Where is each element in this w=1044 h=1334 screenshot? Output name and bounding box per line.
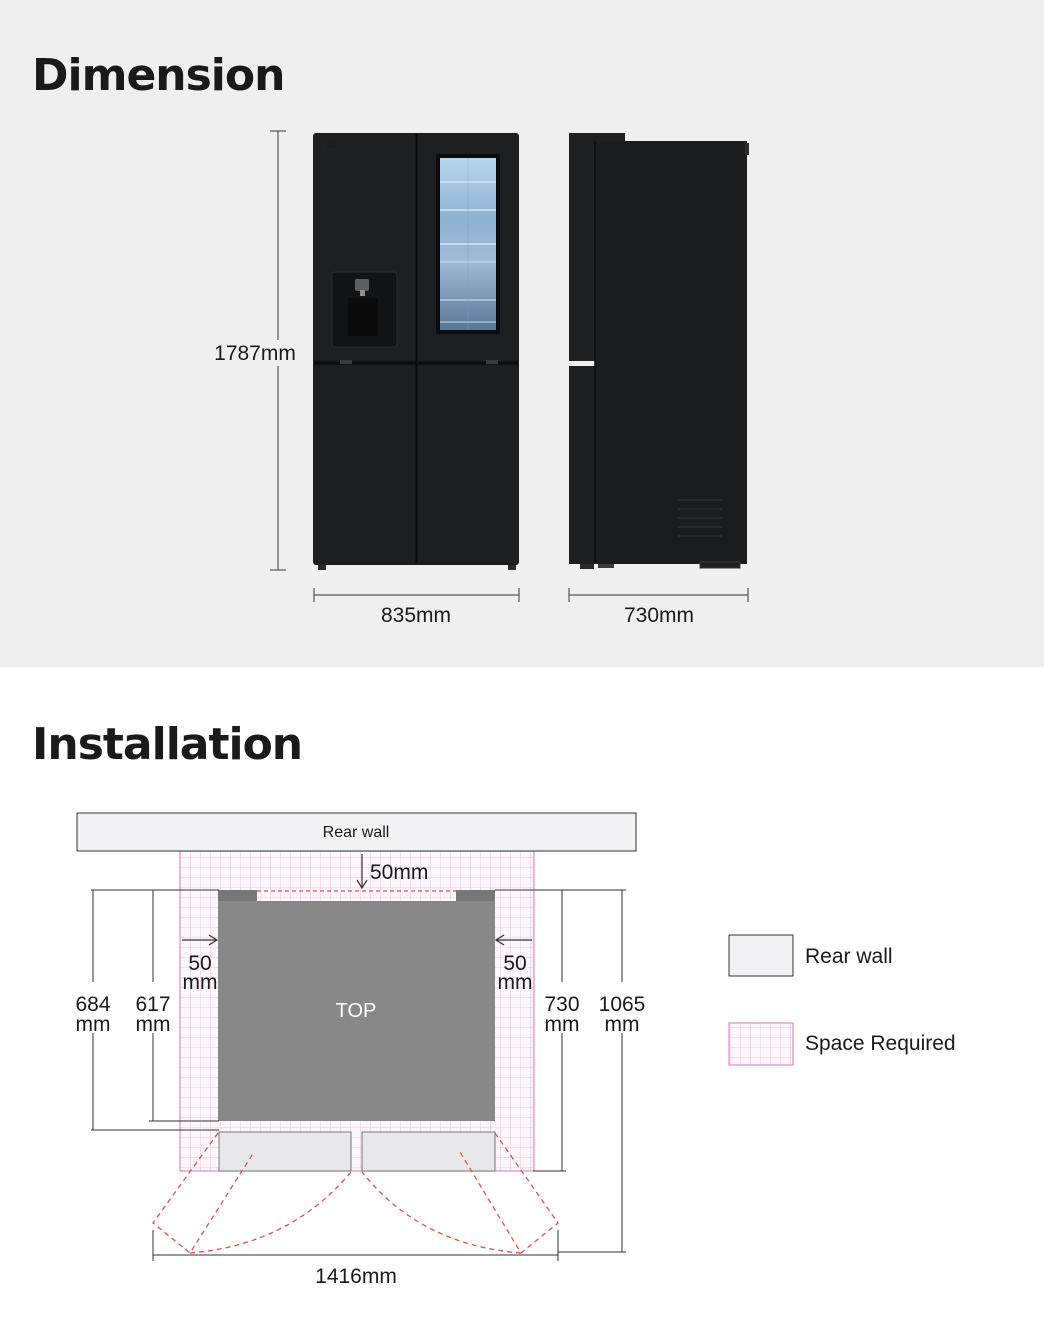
right-side-gap-value: 50: [503, 952, 526, 975]
top-label: TOP: [336, 1000, 377, 1022]
lower-right-door: [418, 366, 518, 562]
installation-title: Installation: [32, 719, 303, 770]
rear-gap-arrow: [356, 854, 368, 890]
fridge-side-view: [569, 133, 749, 569]
rear-wall: Rear wall: [76, 812, 637, 852]
side-vent: [678, 499, 722, 537]
dim-1065-value: 1065: [599, 993, 646, 1016]
left-side-gap-unit: mm: [183, 971, 218, 994]
fridge-front-view: LG: [313, 133, 519, 570]
width-dimension-line: [313, 588, 520, 602]
left-door-top: [218, 1131, 352, 1172]
door-swing-width-line: [152, 1230, 559, 1261]
dim-1065-unit: mm: [605, 1013, 640, 1036]
right-side-gap-unit: mm: [498, 971, 533, 994]
dim-617-unit: mm: [136, 1013, 171, 1036]
dim-617-value: 617: [135, 993, 170, 1016]
dim-730-value: 730: [544, 993, 579, 1016]
left-side-gap-arrow: [182, 934, 219, 946]
rear-wall-label: Rear wall: [323, 824, 390, 841]
height-label: 1787mm: [214, 342, 296, 365]
vertical-dimension-lines: [91, 889, 626, 1253]
rear-gap-label: 50mm: [370, 861, 428, 884]
dim-684-unit: mm: [76, 1013, 111, 1036]
door-swing-arcs: [152, 1132, 559, 1254]
width-label: 835mm: [381, 604, 451, 627]
legend-item-rear-wall: Rear wall: [728, 934, 893, 977]
dim-684-value: 684: [75, 993, 110, 1016]
fridge-top-view: TOP: [218, 890, 496, 1172]
depth-dimension-line: [568, 588, 749, 602]
right-door-top: [361, 1131, 496, 1172]
legend: Rear wall Space Required: [728, 934, 956, 1066]
legend-label-rear-wall: Rear wall: [805, 945, 893, 968]
dim-730-unit: mm: [545, 1013, 580, 1036]
installation-section: Installation Rear wall 50mm: [0, 667, 1044, 1334]
left-side-gap-value: 50: [188, 952, 211, 975]
door-swing-width-label: 1416mm: [315, 1265, 397, 1288]
legend-label-space-required: Space Required: [805, 1032, 956, 1055]
brand-logo: LG: [327, 143, 336, 150]
instaview-glass-panel: [436, 154, 500, 334]
dimension-drawing: 1787mm LG: [214, 130, 749, 627]
dimension-title: Dimension: [32, 50, 285, 101]
water-dispenser: [331, 271, 398, 348]
lower-left-door: [314, 366, 415, 562]
dimension-section: Dimension 1787mm: [0, 0, 1044, 667]
installation-diagram: Rear wall 50mm TOP: [75, 812, 956, 1288]
depth-label: 730mm: [624, 604, 694, 627]
legend-item-space-required: Space Required: [728, 1022, 956, 1066]
height-dimension-line: [270, 130, 286, 571]
right-side-gap-arrow: [494, 934, 532, 946]
